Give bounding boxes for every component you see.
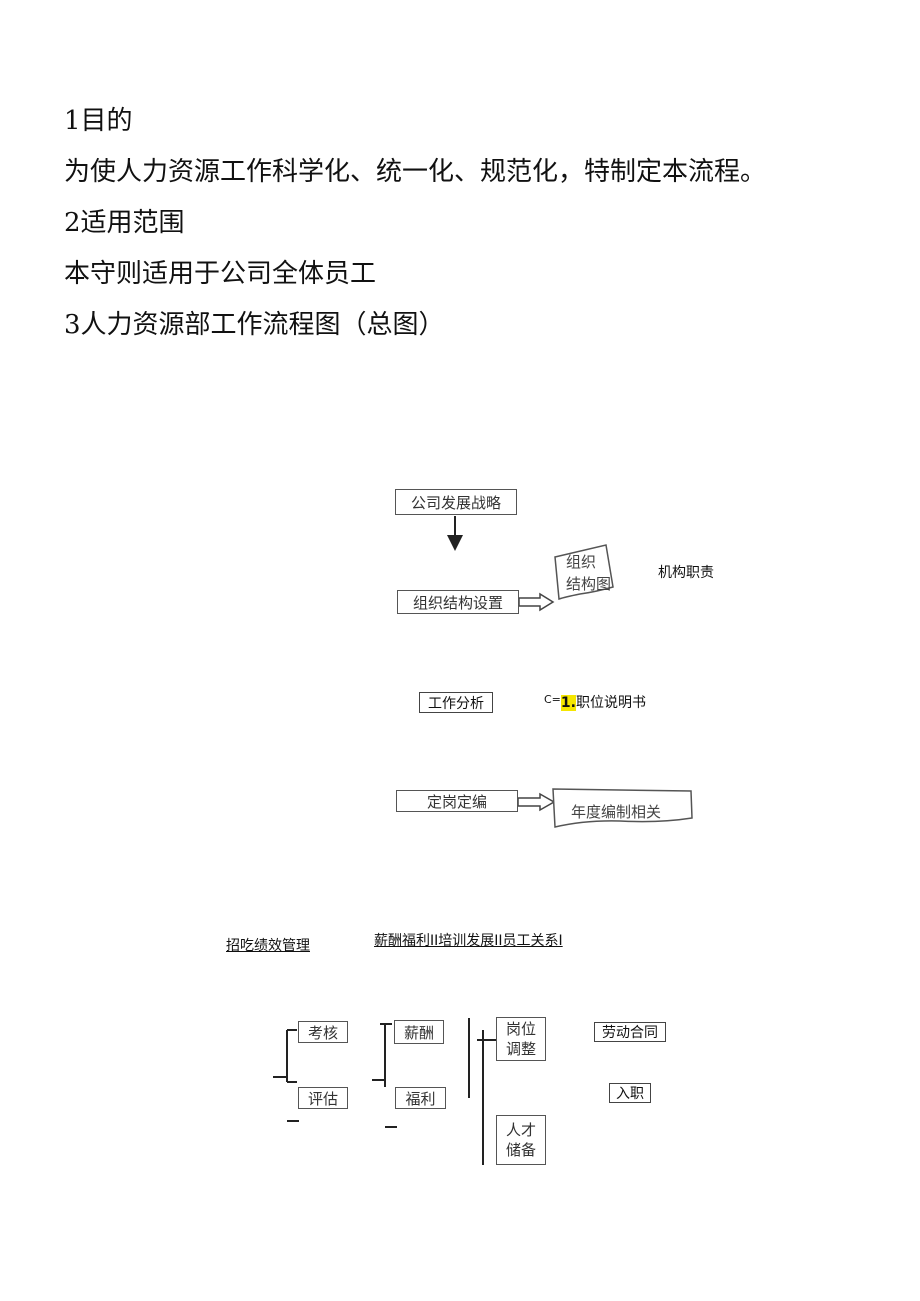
onboarding-box: 入职: [609, 1083, 651, 1103]
hollow-arrow-staffing: [517, 792, 556, 812]
purpose-text: 为使人力资源工作科学化、统一化、规范化，特制定本流程。: [64, 157, 767, 187]
assess-box: 考核: [298, 1021, 348, 1043]
scope-text: 本守则适用于公司全体员工: [64, 259, 377, 289]
scope-heading: 2适用范围: [64, 208, 185, 238]
staffing-box: 定岗定编: [396, 790, 518, 812]
job-desc-highlight: 1.: [560, 695, 576, 711]
compensation-bracket: [372, 1023, 397, 1128]
annual-doc-shape: [552, 788, 693, 828]
org-chart-doc-shape: [554, 544, 614, 601]
job-analysis-box: 工作分析: [419, 692, 493, 713]
job-desc-prefix: C=: [544, 693, 561, 706]
talent-reserve-box: 人才 储备: [496, 1115, 546, 1165]
job-desc-label: 职位说明书: [575, 695, 646, 711]
salary-box: 薪酬: [394, 1020, 444, 1044]
welfare-box: 福利: [395, 1087, 446, 1109]
flow-heading: 3人力资源部工作流程图（总图）: [64, 310, 445, 340]
labor-contract-box: 劳动合同: [594, 1022, 666, 1042]
performance-bracket: [273, 1029, 299, 1122]
evaluate-box: 评估: [298, 1087, 348, 1109]
relations-bracket: [468, 1018, 496, 1165]
purpose-heading: 1目的: [64, 106, 133, 136]
job-desc-line: C=1.职位说明书: [544, 692, 646, 712]
org-duties-label: 机构职责: [658, 565, 714, 581]
strategy-box: 公司发展战略: [395, 489, 517, 515]
post-adjust-box: 岗位 调整: [496, 1017, 546, 1061]
hollow-arrow-org: [518, 592, 555, 612]
org-setup-box: 组织结构设置: [397, 590, 519, 614]
org-chart-doc-label: 组织 结构图: [566, 553, 612, 593]
row-label-performance: 招吃绩效管理: [226, 938, 310, 954]
row-label-functions: 薪酬福利II培训发展II员工关系I: [374, 933, 563, 949]
annual-staffing-label: 年度编制相关: [571, 803, 662, 821]
